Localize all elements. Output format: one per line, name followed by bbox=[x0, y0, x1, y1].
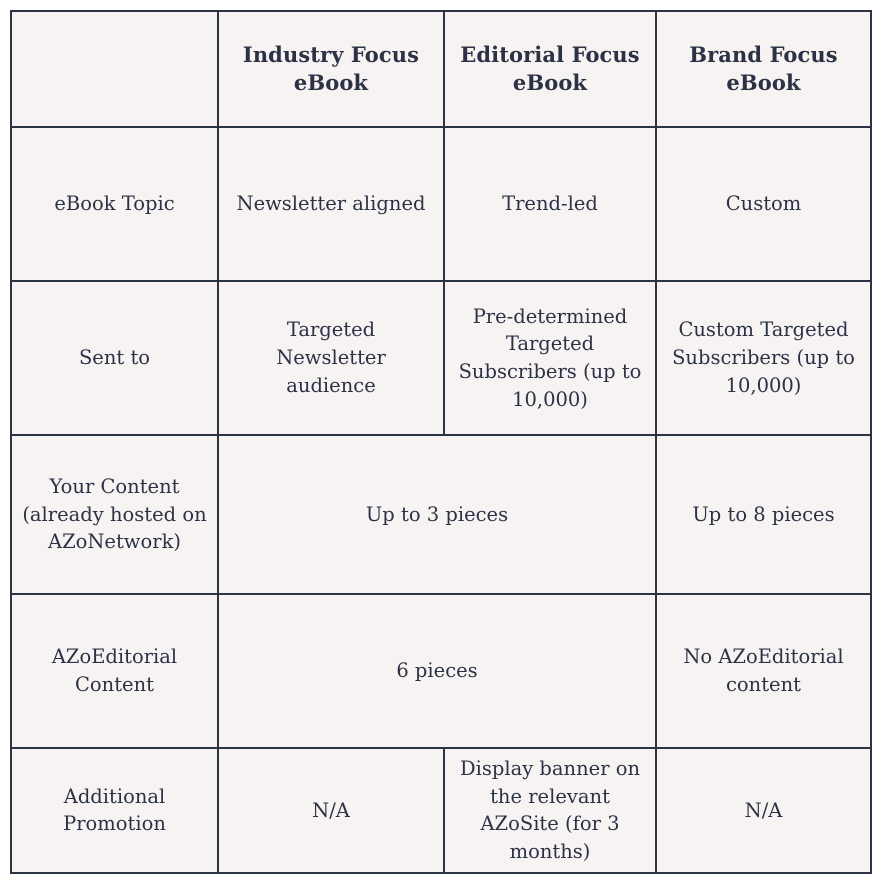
row-label-your-content-line1: Your Content bbox=[49, 474, 180, 498]
cell-merged-azoeditorial-content: 6 pieces bbox=[217, 593, 657, 749]
cell-editorial-ebook-topic: Trend-led bbox=[443, 126, 657, 282]
cell-brand-sent-to: Custom Targeted Subscribers (up to 10,00… bbox=[655, 280, 872, 436]
row-label-azoeditorial-line2: Content bbox=[75, 673, 154, 696]
table-row: Sent to Targeted Newsletter audience Pre… bbox=[10, 280, 872, 436]
header-industry-line2: eBook bbox=[293, 70, 369, 95]
row-label-additional-promotion: Additional Promotion bbox=[10, 747, 219, 874]
cell-brand-your-content: Up to 8 pieces bbox=[655, 434, 872, 595]
table-header-row: Industry Focus eBook Editorial Focus eBo… bbox=[10, 10, 872, 128]
header-industry-line1: Industry Focus bbox=[242, 42, 420, 68]
cell-industry-additional-promotion: N/A bbox=[217, 747, 445, 874]
cell-editorial-additional-promotion: Display banner on the relevant AZoSite (… bbox=[443, 747, 657, 874]
table-row: Additional Promotion N/A Display banner … bbox=[10, 747, 872, 874]
ebook-comparison-table: Industry Focus eBook Editorial Focus eBo… bbox=[10, 10, 872, 874]
cell-merged-your-content: Up to 3 pieces bbox=[217, 434, 657, 595]
header-editorial-line1: Editorial Focus bbox=[460, 42, 640, 68]
header-cell-blank bbox=[10, 10, 219, 128]
row-label-your-content-line2: (already hosted on bbox=[22, 502, 207, 526]
row-label-ebook-topic: eBook Topic bbox=[10, 126, 219, 282]
cell-industry-ebook-topic: Newsletter aligned bbox=[217, 126, 445, 282]
cell-brand-additional-promotion: N/A bbox=[655, 747, 872, 874]
cell-brand-ebook-topic: Custom bbox=[655, 126, 872, 282]
header-cell-editorial-focus: Editorial Focus eBook bbox=[443, 10, 657, 128]
cell-editorial-sent-to: Pre-determined Targeted Subscribers (up … bbox=[443, 280, 657, 436]
row-label-azoeditorial-content: AZoEditorial Content bbox=[10, 593, 219, 749]
row-label-your-content-line3: AZoNetwork) bbox=[48, 530, 181, 554]
row-label-your-content: Your Content (already hosted on AZoNetwo… bbox=[10, 434, 219, 595]
header-editorial-line2: eBook bbox=[512, 70, 588, 95]
row-label-azoeditorial-line1: AZoEditorial bbox=[51, 645, 178, 669]
table-row: Your Content (already hosted on AZoNetwo… bbox=[10, 434, 872, 595]
comparison-table-container: Industry Focus eBook Editorial Focus eBo… bbox=[10, 10, 872, 874]
cell-brand-azoeditorial-content: No AZoEditorial content bbox=[655, 593, 872, 749]
header-cell-industry-focus: Industry Focus eBook bbox=[217, 10, 445, 128]
row-label-additional-promotion-line2: Promotion bbox=[63, 812, 166, 836]
cell-industry-sent-to: Targeted Newsletter audience bbox=[217, 280, 445, 436]
table-row: eBook Topic Newsletter aligned Trend-led… bbox=[10, 126, 872, 282]
row-label-sent-to: Sent to bbox=[10, 280, 219, 436]
row-label-additional-promotion-line1: Additional bbox=[63, 784, 166, 808]
table-row: AZoEditorial Content 6 pieces No AZoEdit… bbox=[10, 593, 872, 749]
header-cell-brand-focus: Brand Focus eBook bbox=[655, 10, 872, 128]
